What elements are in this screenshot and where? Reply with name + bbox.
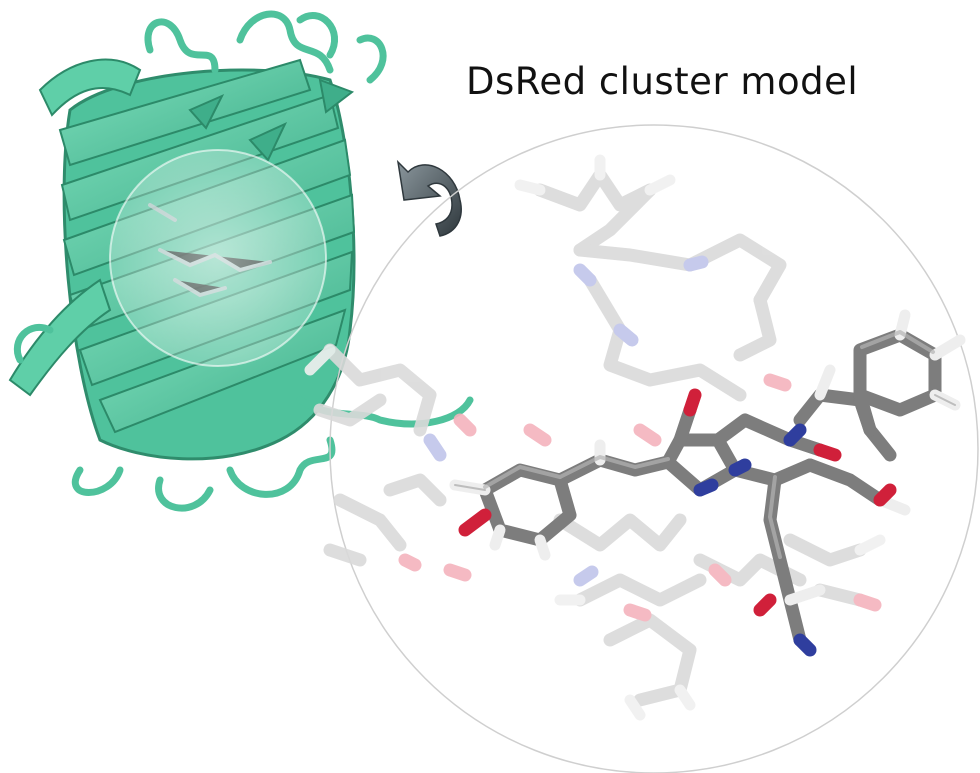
chromophore-stick-model: [449, 309, 966, 657]
faded-surrounding-residues: [304, 154, 886, 721]
cluster-model-boundary: [329, 124, 979, 773]
figure-title: DsRed cluster model: [466, 60, 859, 103]
zoom-region-highlight: [109, 149, 327, 367]
curved-rotation-arrow-icon: [396, 159, 462, 237]
protein-barrel-ribbon: [8, 10, 474, 512]
